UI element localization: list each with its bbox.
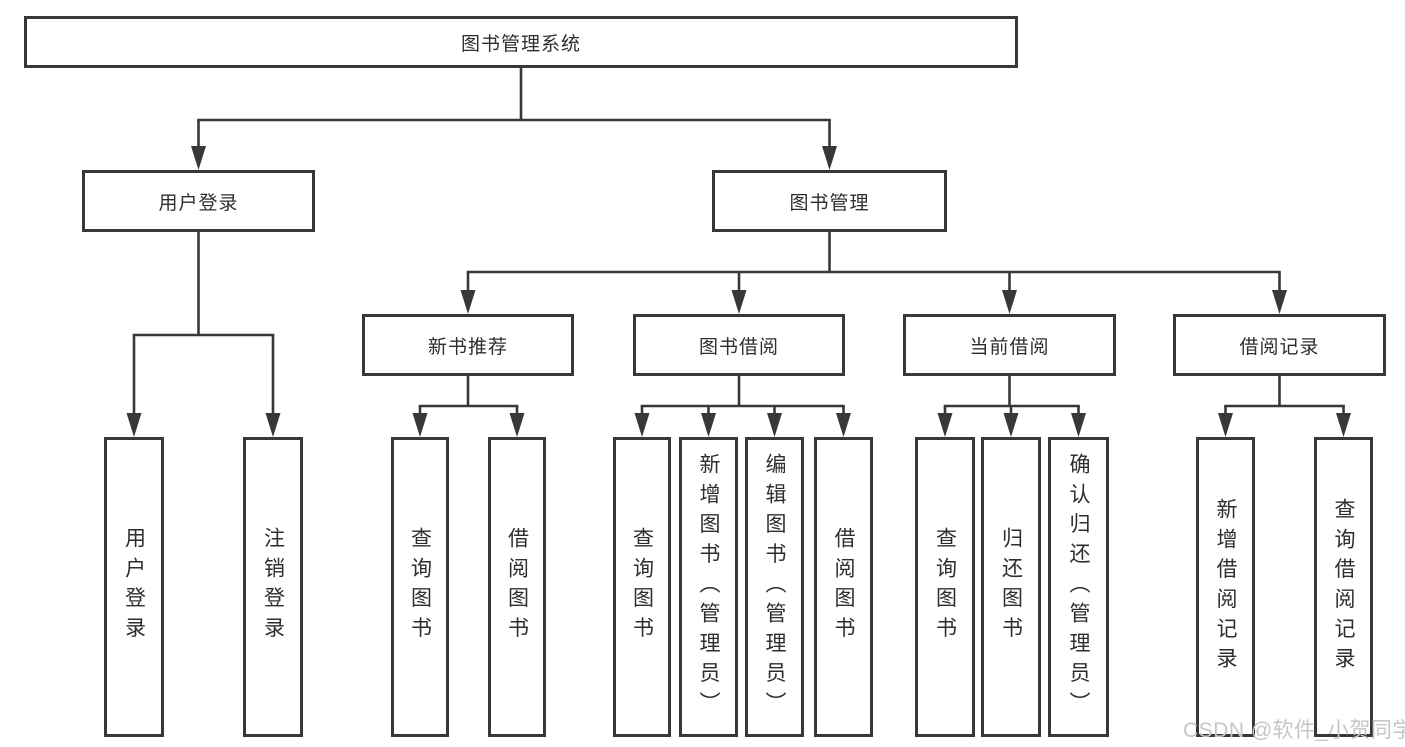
leaf-br-add-record-label: 新增借阅记录: [1214, 497, 1237, 677]
leaf-cb-query-books: 查询图书: [915, 437, 975, 737]
leaf-rec-query-books-label: 查询图书: [408, 527, 432, 647]
leaf-cb-confirm-return-label: 确认归还（管理员）: [1067, 452, 1090, 722]
leaf-logout: 注销登录: [243, 437, 303, 737]
leaf-bb-add-books: 新增图书（管理员）: [679, 437, 738, 737]
leaf-bb-query-books-label: 查询图书: [630, 527, 654, 647]
leaf-cb-return-books: 归还图书: [981, 437, 1041, 737]
leaf-br-query-record-label: 查询借阅记录: [1332, 497, 1355, 677]
leaf-cb-query-books-label: 查询图书: [933, 527, 957, 647]
node-user-login-label: 用户登录: [158, 192, 239, 214]
node-current-borrowing: 当前借阅: [903, 314, 1116, 376]
leaf-bb-query-books: 查询图书: [613, 437, 671, 737]
leaf-cb-return-books-label: 归还图书: [999, 527, 1023, 647]
leaf-bb-edit-books: 编辑图书（管理员）: [745, 437, 804, 737]
leaf-rec-borrow-books: 借阅图书: [488, 437, 546, 737]
node-borrowing-records-label: 借阅记录: [1239, 336, 1320, 358]
leaf-cb-confirm-return: 确认归还（管理员）: [1048, 437, 1109, 737]
leaf-user-login: 用户登录: [104, 437, 164, 737]
leaf-br-query-record: 查询借阅记录: [1314, 437, 1373, 737]
node-book-borrowing: 图书借阅: [633, 314, 845, 376]
node-root-label: 图书管理系统: [460, 33, 581, 55]
leaf-rec-borrow-books-label: 借阅图书: [505, 527, 529, 647]
node-user-login: 用户登录: [82, 170, 315, 232]
leaf-bb-add-books-label: 新增图书（管理员）: [697, 452, 720, 722]
leaf-bb-borrow-books: 借阅图书: [814, 437, 873, 737]
node-book-management-label: 图书管理: [789, 192, 870, 214]
leaf-bb-edit-books-label: 编辑图书（管理员）: [763, 452, 786, 722]
leaf-br-add-record: 新增借阅记录: [1196, 437, 1255, 737]
node-borrowing-records: 借阅记录: [1173, 314, 1386, 376]
leaf-logout-label: 注销登录: [261, 527, 285, 647]
node-new-book-recommend: 新书推荐: [362, 314, 574, 376]
watermark: CSDN @软件_小贺同学: [1183, 719, 1405, 742]
node-current-borrowing-label: 当前借阅: [969, 336, 1050, 358]
node-book-management: 图书管理: [712, 170, 947, 232]
node-new-book-recommend-label: 新书推荐: [427, 336, 508, 358]
leaf-bb-borrow-books-label: 借阅图书: [832, 527, 855, 647]
node-root: 图书管理系统: [24, 16, 1018, 68]
node-book-borrowing-label: 图书借阅: [698, 336, 779, 358]
leaf-user-login-label: 用户登录: [122, 527, 146, 647]
leaf-rec-query-books: 查询图书: [391, 437, 449, 737]
